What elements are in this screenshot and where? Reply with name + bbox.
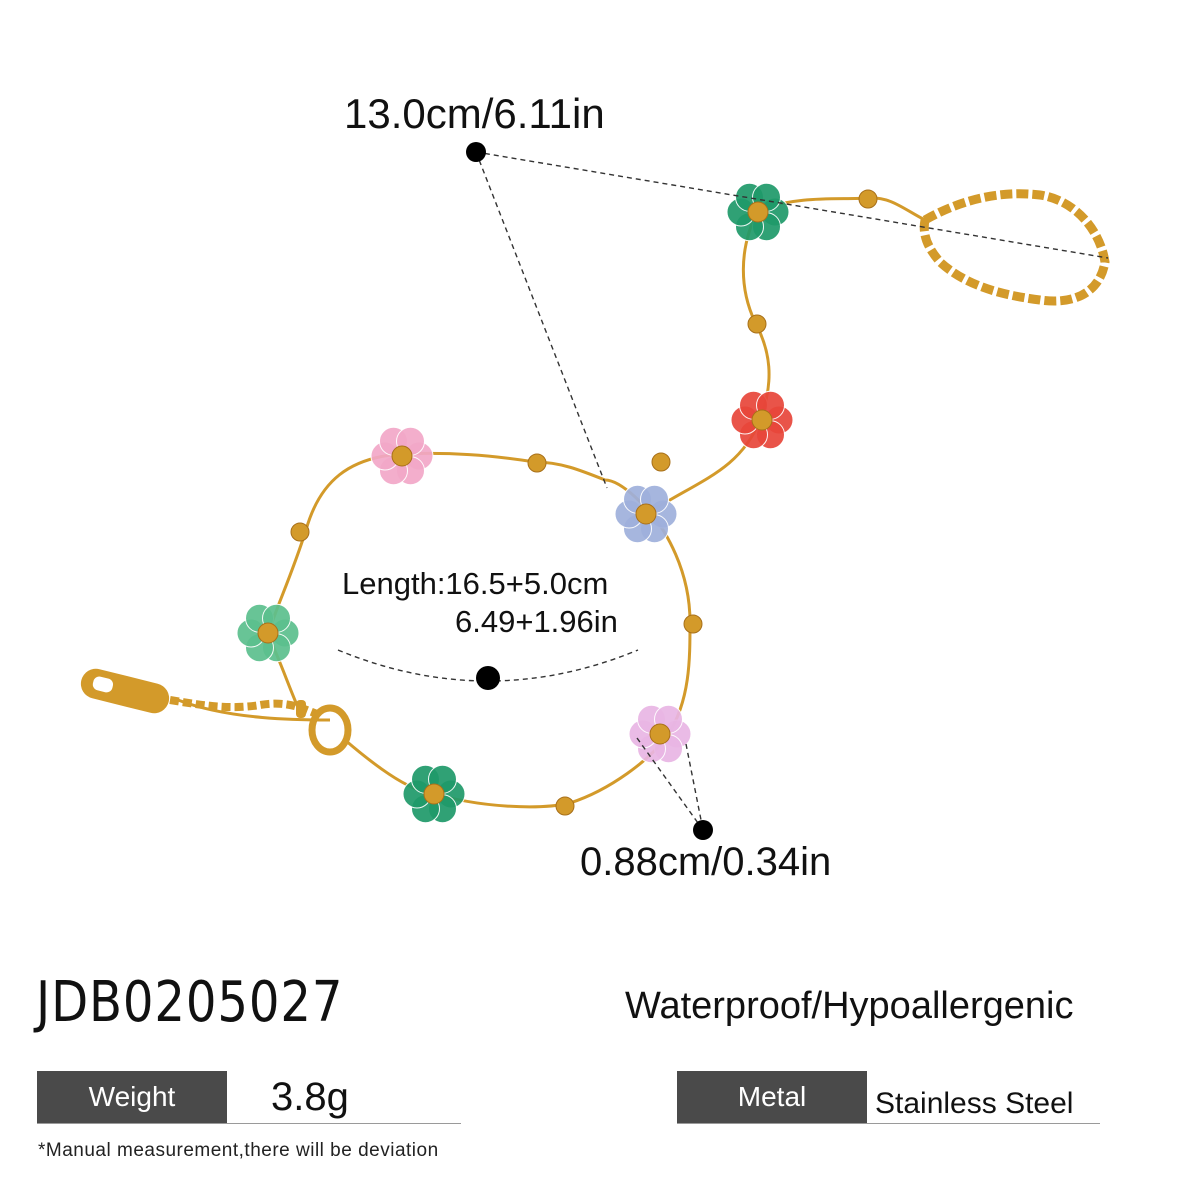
extension-tag bbox=[80, 668, 170, 714]
fine-chain bbox=[177, 196, 926, 809]
flower-mint-charm bbox=[236, 603, 300, 663]
flower-green-charm bbox=[402, 764, 466, 824]
measurement-note: *Manual measurement,there will be deviat… bbox=[38, 1140, 439, 1161]
gold-bead bbox=[651, 452, 671, 472]
weight-label: Weight bbox=[37, 1071, 227, 1123]
ring-loop-chain bbox=[919, 189, 1110, 306]
weight-value: 3.8g bbox=[271, 1075, 349, 1119]
gold-bead bbox=[858, 189, 878, 209]
length-measurement-cm: Length:16.5+5.0cm bbox=[342, 566, 609, 601]
flower-red-charm bbox=[730, 390, 794, 450]
dimension-lines bbox=[337, 151, 1109, 831]
gold-bead bbox=[555, 796, 575, 816]
metal-label: Metal bbox=[677, 1071, 867, 1123]
flower-charms bbox=[236, 182, 794, 824]
dimension-dots bbox=[466, 142, 713, 840]
metal-value: Stainless Steel bbox=[875, 1087, 1074, 1120]
gold-bead bbox=[747, 314, 767, 334]
metal-row: Metal Stainless Steel bbox=[677, 1071, 1100, 1124]
gold-bead bbox=[683, 614, 703, 634]
lobster-clasp bbox=[296, 700, 352, 756]
product-code: JDB0205027 bbox=[36, 970, 344, 1035]
flower-size-measurement: 0.88cm/0.34in bbox=[580, 840, 832, 884]
weight-row: Weight 3.8g bbox=[37, 1071, 461, 1124]
span-measurement: 13.0cm/6.11in bbox=[344, 90, 605, 137]
length-measurement-in: 6.49+1.96in bbox=[455, 604, 618, 639]
bracelet-illustration bbox=[80, 142, 1110, 840]
flower-green-charm bbox=[726, 182, 790, 242]
gold-bead bbox=[290, 522, 310, 542]
gold-beads bbox=[290, 189, 878, 816]
flower-pink-charm bbox=[370, 426, 434, 486]
flower-lavender-charm bbox=[628, 704, 692, 764]
product-feature: Waterproof/Hypoallergenic bbox=[625, 985, 1074, 1027]
gold-bead bbox=[527, 453, 547, 473]
flower-blue-charm bbox=[614, 484, 678, 544]
